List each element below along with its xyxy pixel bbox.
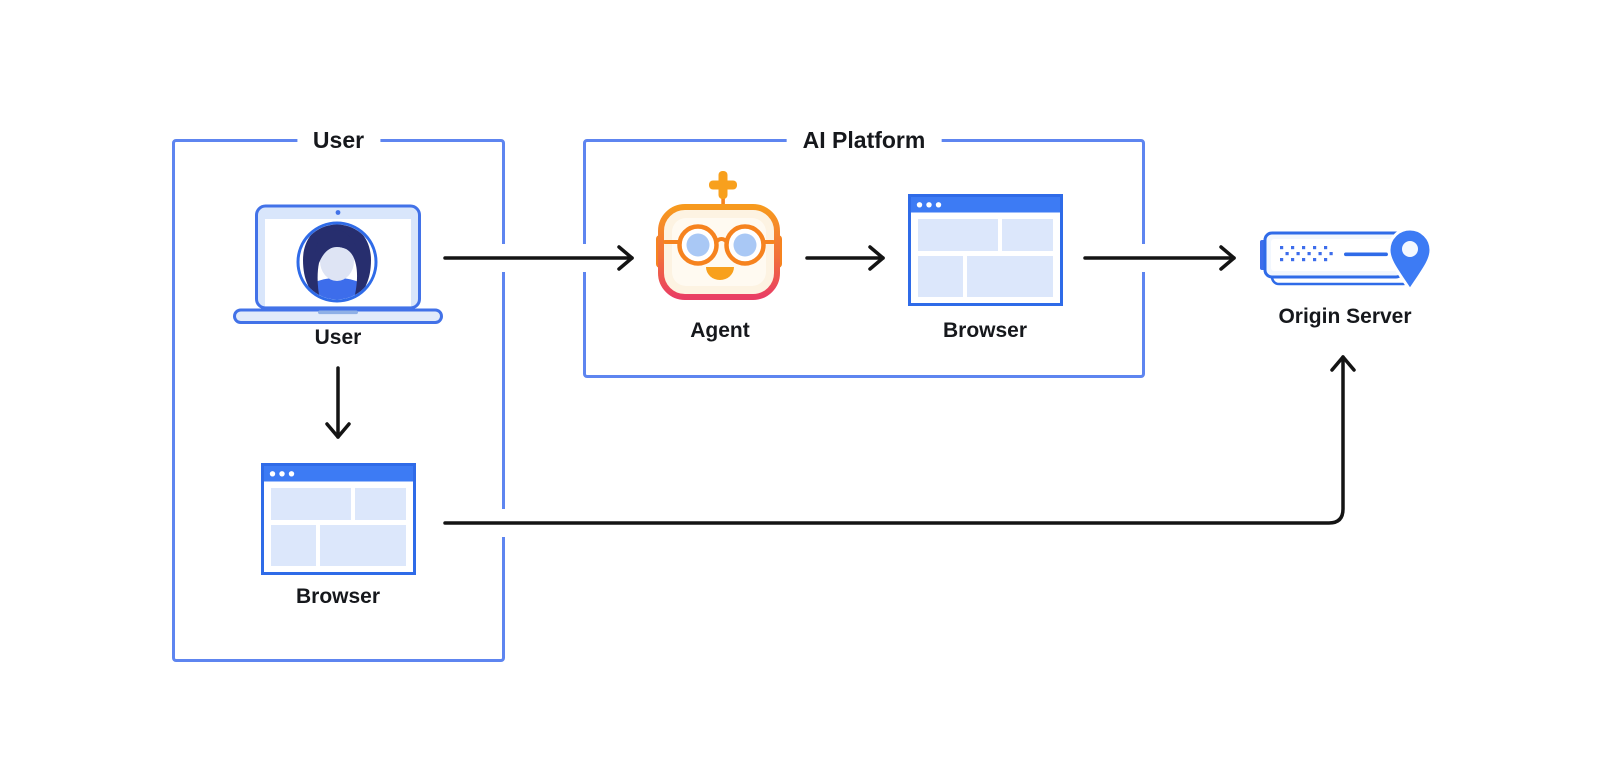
arrow-user-browser-to-origin-server (443, 355, 1356, 525)
smile-icon (706, 267, 734, 280)
browser-dots-icon (269, 471, 295, 477)
robot-agent-icon (656, 171, 782, 300)
platform-browser-label: Browser (942, 319, 1028, 342)
border-gap (499, 509, 509, 537)
user-browser-label: Browser (295, 585, 381, 608)
laptop-user-icon (233, 204, 443, 324)
server-dots-icon (1280, 246, 1333, 262)
camera-dot-icon (335, 210, 341, 215)
location-pin-icon (1387, 227, 1433, 293)
origin-server-label: Origin Server (1278, 305, 1412, 328)
user-group-title: User (296, 126, 381, 154)
user-avatar-icon (296, 221, 378, 303)
browser-dots-icon (916, 202, 942, 208)
ai-platform-group-title: AI Platform (786, 126, 942, 154)
border-gap (1140, 244, 1150, 272)
agent-label: Agent (690, 319, 750, 342)
browser-window-icon (908, 194, 1063, 306)
browser-window-icon (261, 463, 416, 575)
server-location-icon (1260, 227, 1433, 293)
border-gap (581, 244, 591, 272)
border-gap (499, 244, 509, 272)
sparkle-antenna-icon (709, 171, 737, 209)
glasses-icon (663, 224, 775, 266)
user-laptop-label: User (314, 326, 362, 349)
